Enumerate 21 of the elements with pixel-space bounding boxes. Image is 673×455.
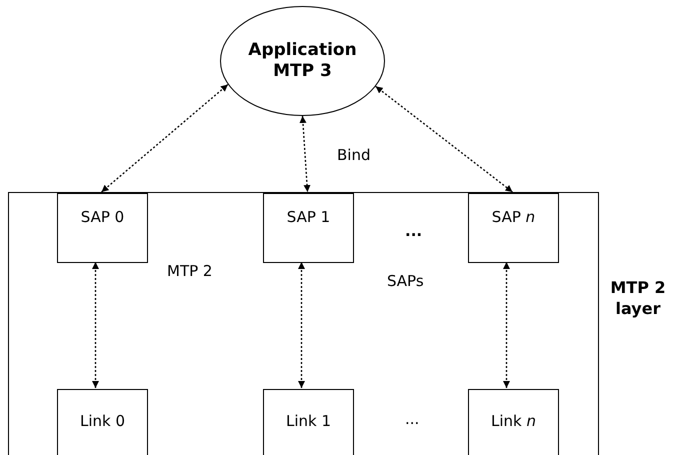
link-box — [468, 389, 559, 455]
box-label: Link n — [490, 412, 537, 430]
box-label: SAP n — [490, 208, 536, 226]
arrow — [298, 262, 305, 388]
arrow — [375, 86, 513, 193]
sap-box — [468, 193, 559, 263]
link-box — [57, 389, 148, 455]
box-label: Link 1 — [284, 412, 332, 430]
arrow — [92, 262, 99, 388]
layer-frame — [8, 192, 599, 455]
arrow — [101, 84, 228, 192]
node-title: Application MTP 3 — [248, 40, 358, 82]
sap-box — [263, 193, 354, 263]
arrow — [503, 262, 510, 388]
box-label: Link 0 — [78, 412, 126, 430]
link-box — [263, 389, 354, 455]
sap-box — [57, 193, 148, 263]
application-ellipse — [220, 6, 385, 116]
box-label: SAP 0 — [80, 208, 126, 226]
arrow — [299, 116, 311, 192]
box-label: SAP 1 — [286, 208, 332, 226]
